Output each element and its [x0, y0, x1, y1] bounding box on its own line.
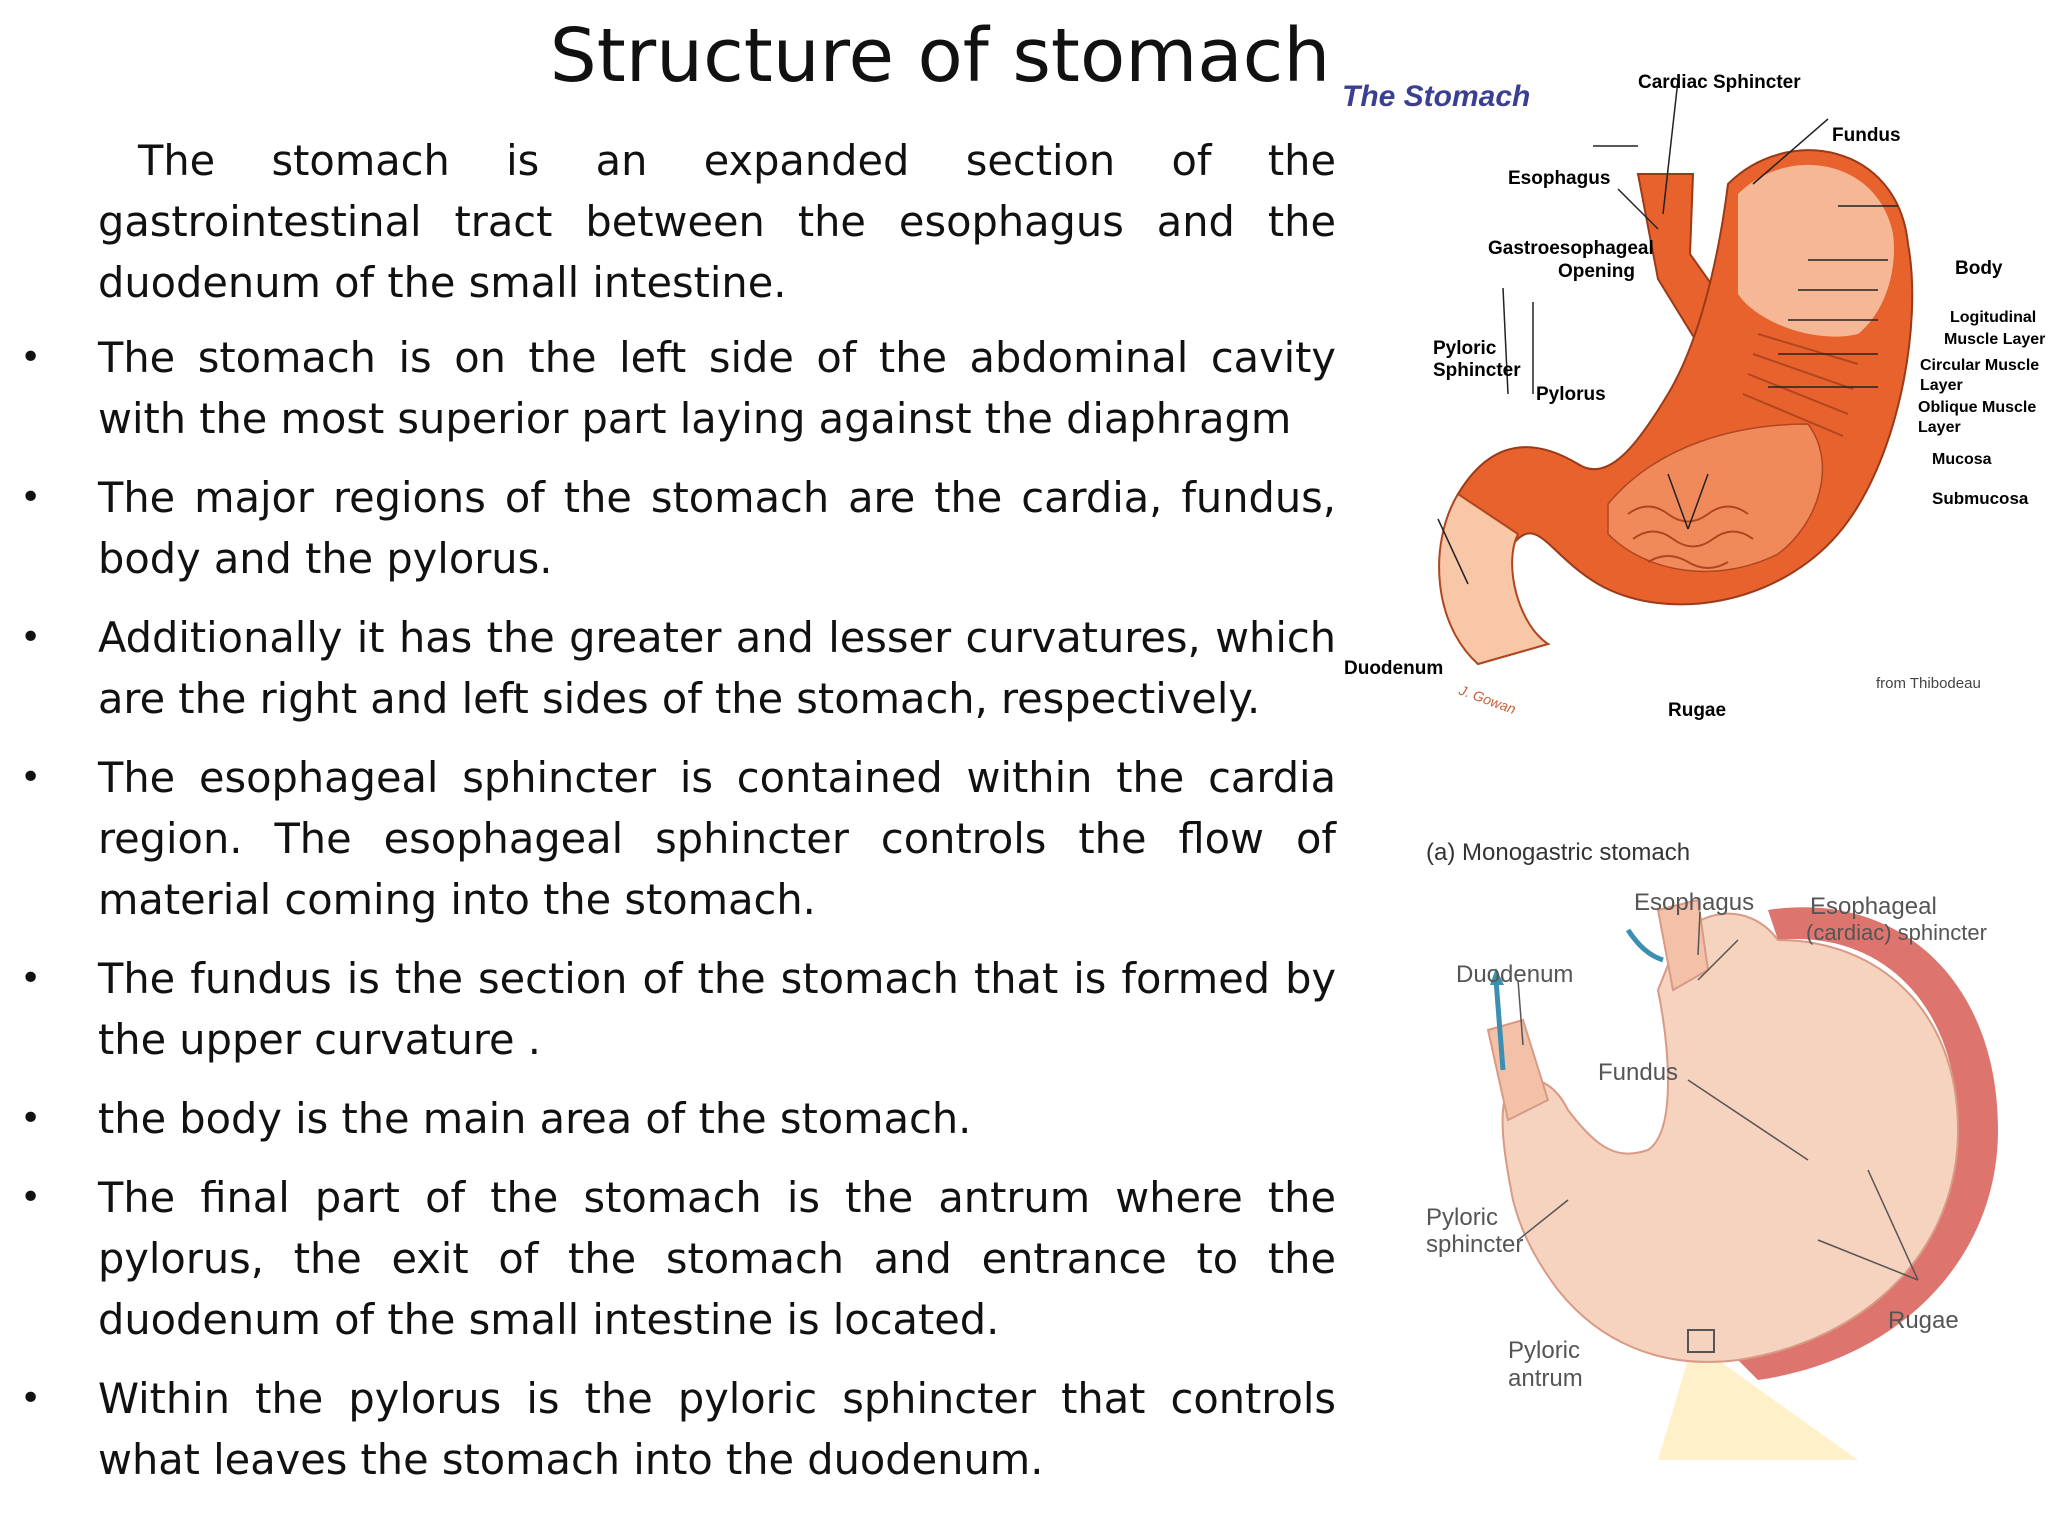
label-esophageal-sphincter-1: Esophageal [1810, 893, 1937, 920]
list-item: • the body is the main area of the stomac… [20, 1088, 1336, 1149]
leader-lines [1437, 79, 1898, 585]
greater-curvature-band [1738, 907, 1998, 1380]
rugae-folds [1627, 505, 1754, 569]
label-esophageal-sphincter-2: (cardiac) sphincter [1806, 920, 1987, 945]
pylorus-box [1687, 1329, 1715, 1353]
monogastric-illustration: (a) Monogastric stomach Esophagus Esopha… [1426, 839, 1998, 1460]
list-item: • The esophageal sphincter is contained w… [20, 747, 1336, 930]
bullet-text: The esophageal sphincter is contained wi… [98, 753, 1336, 924]
label-circular-2: Layer [1920, 377, 1963, 394]
leader-lines-2 [1517, 911, 1919, 1281]
inflow-arrow [1625, 928, 1664, 963]
label-duodenum-2: Duodenum [1456, 961, 1573, 988]
label-rugae-2: Rugae [1888, 1307, 1959, 1334]
bullet-list: • The stomach is on the left side of the … [20, 327, 1336, 1490]
duodenum-shape-2 [1486, 1018, 1550, 1122]
bullet-text: The final part of the stomach is the ant… [98, 1173, 1336, 1344]
bullet-glyph: • [20, 1177, 42, 1218]
page-title: Structure of stomach [549, 13, 1331, 99]
stomach-diagram-labeled: The Stomach Cardiac Sphincter Fundus Eso… [1338, 64, 2048, 744]
bullet-text: Within the pylorus is the pyloric sphinc… [98, 1374, 1336, 1484]
label-oblique-2: Layer [1918, 419, 1961, 436]
outflow-arrow [1493, 979, 1506, 1071]
label-pyloric-sphincter-2a: Pyloric [1426, 1204, 1498, 1231]
label-pyloric-sphincter-2b: sphincter [1426, 1231, 1523, 1258]
stomach-illustration: The Stomach Cardiac Sphincter Fundus Eso… [1342, 72, 2045, 721]
label-credit: from Thibodeau [1876, 675, 1981, 692]
light-cone [1658, 1360, 1858, 1460]
label-pyloric-antrum-1: Pyloric [1508, 1337, 1580, 1364]
bullet-glyph: • [20, 757, 42, 798]
bullet-text: The fundus is the section of the stomach… [98, 954, 1336, 1064]
bullet-glyph: • [20, 1378, 42, 1419]
label-pyloric-sphincter-2: Sphincter [1433, 360, 1521, 381]
bullet-glyph: • [20, 477, 42, 518]
label-submucosa: Submucosa [1932, 489, 2029, 508]
label-cardiac-sphincter: Cardiac Sphincter [1638, 72, 1801, 93]
label-fundus-2: Fundus [1598, 1059, 1678, 1086]
list-item: • The stomach is on the left side of the … [20, 327, 1336, 449]
bullet-text: the body is the main area of the stomach… [98, 1094, 972, 1143]
label-circular-1: Circular Muscle [1920, 357, 2039, 374]
label-esophagus: Esophagus [1508, 168, 1610, 189]
label-longitudinal-2: Muscle Layer [1944, 331, 2045, 348]
bullet-glyph: • [20, 337, 42, 378]
label-duodenum: Duodenum [1344, 658, 1443, 679]
list-item: • Additionally it has the greater and les… [20, 607, 1336, 729]
label-fundus: Fundus [1832, 125, 1901, 146]
bullet-text: The stomach is on the left side of the a… [98, 333, 1336, 443]
label-rugae: Rugae [1668, 700, 1726, 721]
diagram2-heading: (a) Monogastric stomach [1426, 839, 1690, 866]
label-pyloric-sphincter-1: Pyloric [1433, 338, 1497, 359]
bullet-glyph: • [20, 958, 42, 999]
monogastric-stomach-diagram: (a) Monogastric stomach Esophagus Esopha… [1338, 820, 2048, 1460]
label-esophagus-2: Esophagus [1634, 889, 1754, 916]
duodenum-shape [1438, 492, 1551, 666]
intro-paragraph: The stomach is an expanded section of th… [98, 136, 1336, 307]
label-longitudinal-1: Logitudinal [1950, 309, 2036, 326]
list-item: • Within the pylorus is the pyloric sphin… [20, 1368, 1336, 1490]
bullet-glyph: • [20, 1098, 42, 1139]
rugae-area [1607, 423, 1824, 573]
label-oblique-1: Oblique Muscle [1918, 399, 2036, 416]
label-pyloric-antrum-2: antrum [1508, 1365, 1583, 1392]
bullet-text: Additionally it has the greater and less… [98, 613, 1336, 723]
list-item: • The fundus is the section of the stomac… [20, 948, 1336, 1070]
artist-signature: J. Gowan [1456, 681, 1518, 717]
fundus-highlight [1738, 164, 1894, 337]
body-text: The stomach is an expanded section of th… [20, 130, 1336, 1508]
arrow-head [1490, 968, 1504, 985]
list-item: • The final part of the stomach is the an… [20, 1167, 1336, 1350]
label-pylorus: Pylorus [1536, 384, 1606, 405]
diagram2-heading-text: (a) Monogastric stomach [1426, 839, 1690, 866]
label-gastroesophageal: Gastroesophageal [1488, 238, 1654, 259]
label-body: Body [1955, 258, 2003, 279]
diagram-heading: The Stomach [1342, 80, 1530, 113]
bullet-text: The major regions of the stomach are the… [98, 473, 1336, 583]
list-item: • The major regions of the stomach are th… [20, 467, 1336, 589]
bullet-glyph: • [20, 617, 42, 658]
label-mucosa: Mucosa [1932, 451, 1992, 468]
label-opening: Opening [1558, 261, 1635, 282]
muscle-layers [1742, 333, 1859, 437]
